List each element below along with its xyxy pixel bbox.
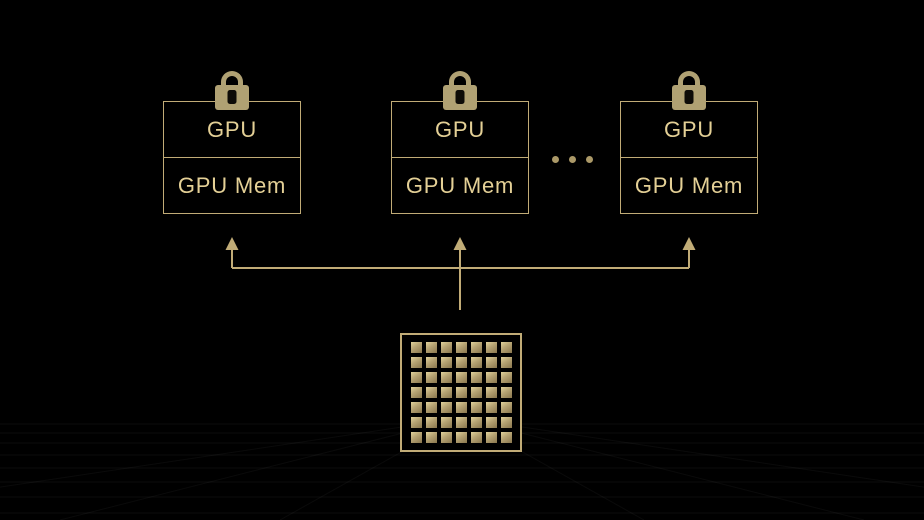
lock-body <box>443 85 477 110</box>
chip-die-cell <box>440 372 452 383</box>
chip-die-cell <box>455 357 467 368</box>
chip-die-cell <box>500 432 512 443</box>
chip-die-cell <box>440 432 452 443</box>
lock-shackle <box>678 71 700 91</box>
chip-die-cell <box>455 387 467 398</box>
chip-die-cell <box>470 432 482 443</box>
chip-die-cell <box>485 402 497 413</box>
lock-keyhole <box>455 90 465 104</box>
gpu-mem-label: GPU Mem <box>164 157 300 213</box>
chip-die-cell <box>425 342 437 353</box>
chip-die-cell <box>455 432 467 443</box>
chip-die-cell <box>500 417 512 428</box>
gpu-node-2: GPU GPU Mem <box>391 71 529 214</box>
chip-die-cell <box>485 342 497 353</box>
chip-die-cell <box>470 342 482 353</box>
floor-grid <box>0 417 924 520</box>
chip-die-cell <box>500 387 512 398</box>
gpu-label: GPU <box>206 116 258 142</box>
chip-die-cell <box>425 432 437 443</box>
bus-connector <box>225 237 696 310</box>
chip-die-cell <box>455 402 467 413</box>
gpu-node-1: GPU GPU Mem <box>163 71 301 214</box>
lock-icon <box>672 71 706 110</box>
chip-die-cell <box>470 357 482 368</box>
chip-die-cell <box>485 417 497 428</box>
chip-die-cell <box>440 402 452 413</box>
ellipsis-dots <box>552 156 593 163</box>
chip-die-cell <box>410 342 422 353</box>
chip-die-cell <box>425 402 437 413</box>
gpu-mem-label: GPU Mem <box>392 157 528 213</box>
chip-die-cell <box>485 432 497 443</box>
arrow-left-head <box>225 237 239 250</box>
ellipsis-dot <box>586 156 593 163</box>
chip-die-cell <box>485 387 497 398</box>
chip-die-cell <box>485 357 497 368</box>
chip-die-cell <box>410 432 422 443</box>
gpu-node-3: GPU GPU Mem <box>620 71 758 214</box>
lock-icon <box>215 71 249 110</box>
chip-die-cell <box>440 357 452 368</box>
lock-keyhole <box>227 90 237 104</box>
lock-body <box>215 85 249 110</box>
chip-die-cell <box>470 387 482 398</box>
chip-die-cell <box>500 342 512 353</box>
arrow-center-head <box>453 237 467 250</box>
lock-keyhole <box>684 90 694 104</box>
chip-die-cell <box>440 387 452 398</box>
arrow-right-head <box>682 237 696 250</box>
lock-shackle <box>221 71 243 91</box>
chip-die-cell <box>425 372 437 383</box>
chip-die-cell <box>425 417 437 428</box>
chip-die-cell <box>455 372 467 383</box>
cpu-die-grid <box>410 342 512 443</box>
chip-die-cell <box>470 417 482 428</box>
gpu-mem-label: GPU Mem <box>621 157 757 213</box>
chip-die-cell <box>500 402 512 413</box>
chip-die-cell <box>410 372 422 383</box>
chip-die-cell <box>425 357 437 368</box>
lock-icon <box>443 71 477 110</box>
ellipsis-dot <box>569 156 576 163</box>
chip-die-cell <box>410 417 422 428</box>
cpu-chip-icon <box>400 333 522 452</box>
chip-die-cell <box>500 357 512 368</box>
chip-die-cell <box>470 372 482 383</box>
chip-die-cell <box>410 357 422 368</box>
chip-die-cell <box>440 342 452 353</box>
chip-die-cell <box>440 417 452 428</box>
chip-die-cell <box>455 342 467 353</box>
lock-body <box>672 85 706 110</box>
chip-die-cell <box>455 417 467 428</box>
ellipsis-dot <box>552 156 559 163</box>
chip-die-cell <box>410 402 422 413</box>
lock-shackle <box>449 71 471 91</box>
gpu-label: GPU <box>663 116 715 142</box>
chip-die-cell <box>485 372 497 383</box>
chip-die-cell <box>500 372 512 383</box>
chip-die-cell <box>410 387 422 398</box>
chip-die-cell <box>470 402 482 413</box>
chip-die-cell <box>425 387 437 398</box>
gpu-label: GPU <box>434 116 486 142</box>
